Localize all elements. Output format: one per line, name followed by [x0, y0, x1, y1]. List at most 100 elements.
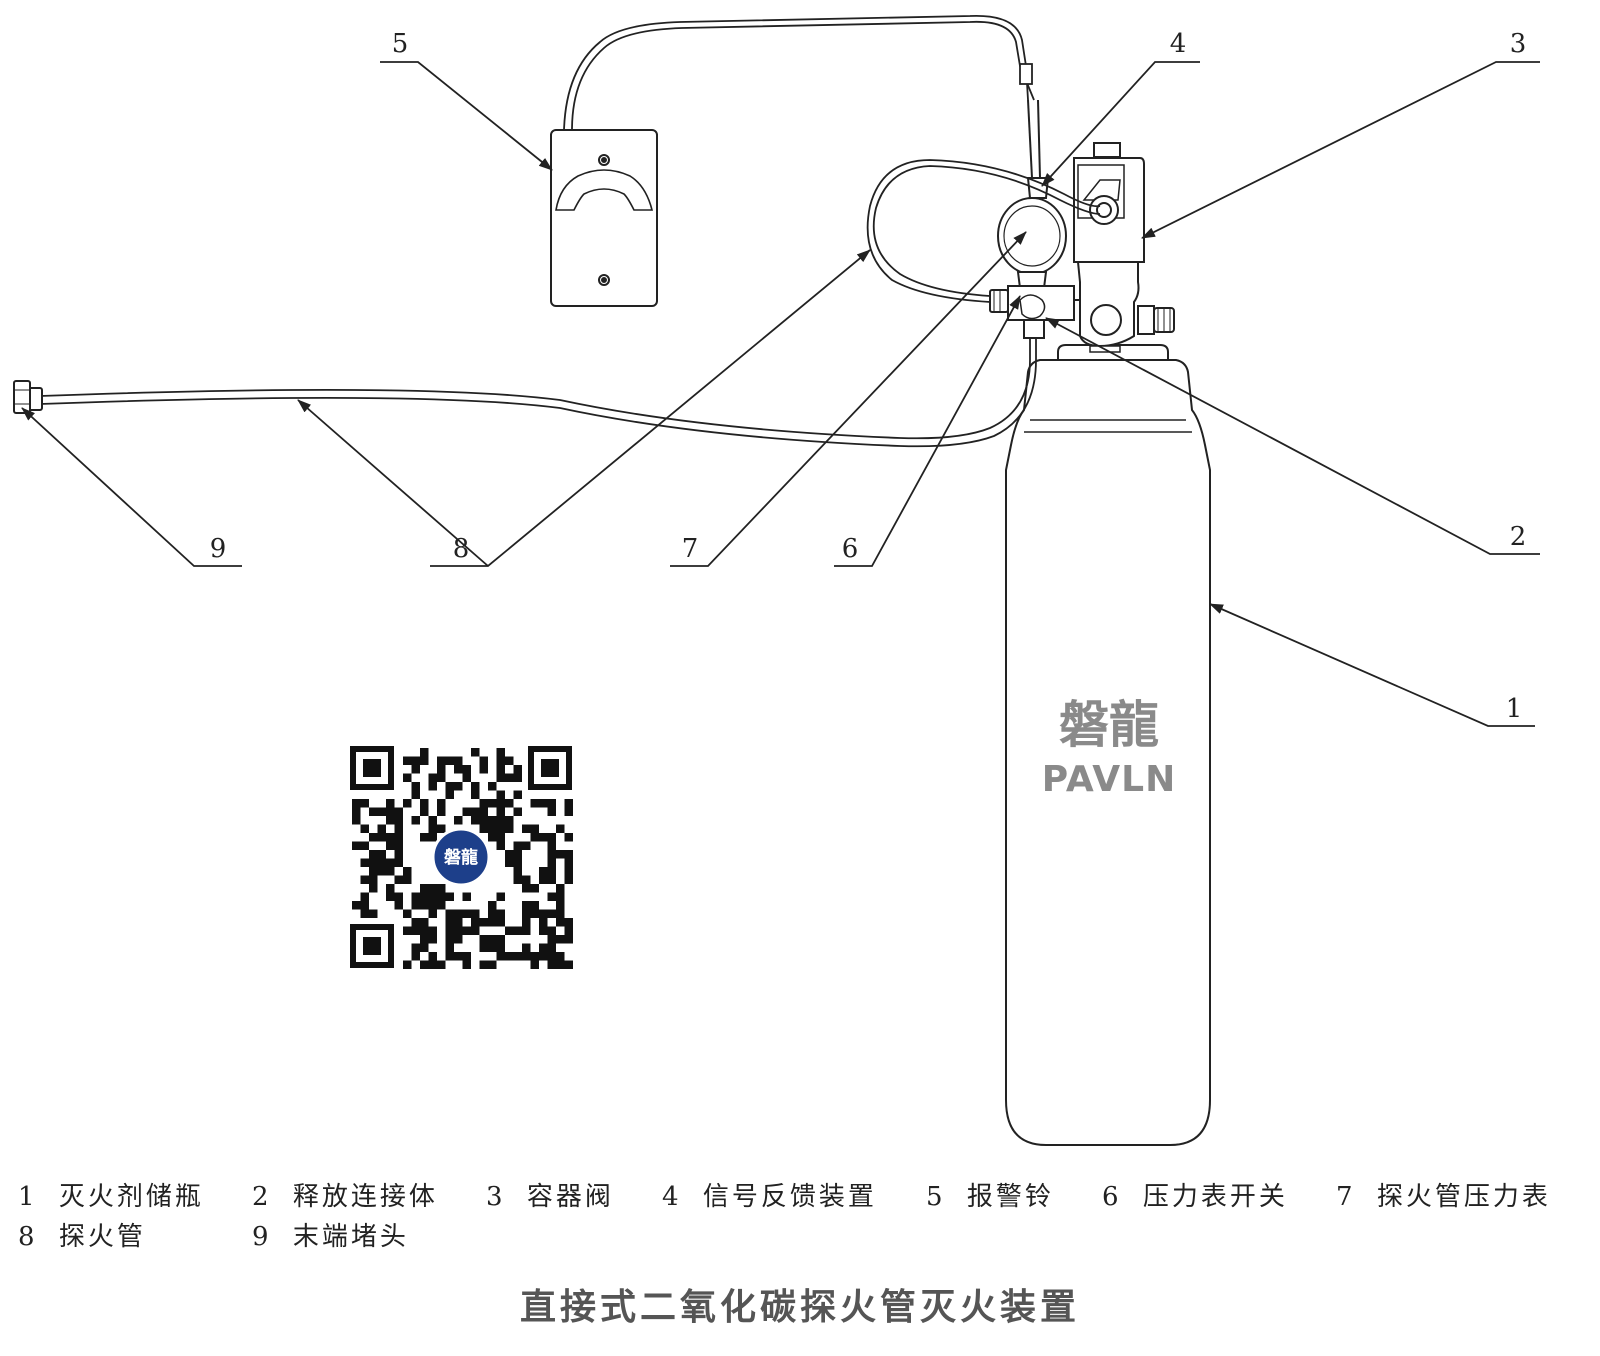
end-plug — [13, 380, 43, 414]
qr-module — [454, 926, 463, 935]
qr-module — [462, 765, 471, 774]
legend-item-5: 5 报警铃 — [926, 1176, 1054, 1213]
qr-module — [360, 799, 369, 808]
qr-module — [547, 875, 556, 884]
qr-module — [377, 867, 386, 876]
legend-number: 1 — [18, 1182, 38, 1212]
qr-module — [386, 867, 395, 876]
callout-number-2: 2 — [1510, 522, 1527, 552]
leader-line-5 — [380, 61, 553, 171]
qr-module — [454, 918, 463, 927]
probe-tube — [39, 159, 1101, 448]
legend-label: 信号反馈装置 — [702, 1182, 877, 1212]
cylinder-logo-en: PAVLN — [1042, 759, 1176, 800]
qr-module — [428, 816, 437, 825]
qr-module — [547, 952, 556, 961]
qr-module — [564, 935, 573, 944]
callout-number-6: 6 — [842, 534, 859, 564]
figure-caption: 直接式二氧化碳探火管灭火装置 — [519, 1287, 1080, 1328]
qr-module — [428, 935, 437, 944]
qr-module — [496, 952, 505, 961]
qr-module — [530, 909, 539, 918]
qr-module — [386, 799, 395, 808]
qr-module — [522, 918, 531, 927]
qr-module — [428, 884, 437, 893]
qr-module — [411, 790, 420, 799]
qr-module — [411, 816, 420, 825]
qr-module — [394, 858, 403, 867]
qr-module — [437, 892, 446, 901]
qr-module — [360, 841, 369, 850]
qr-module — [471, 909, 480, 918]
qr-module — [496, 833, 505, 842]
qr-module — [488, 833, 497, 842]
qr-module — [530, 960, 539, 969]
leader-line-9 — [21, 407, 242, 567]
qr-module — [369, 807, 378, 816]
qr-module — [377, 807, 386, 816]
qr-module — [360, 875, 369, 884]
qr-module — [462, 926, 471, 935]
qr-module — [496, 824, 505, 833]
leader-line-7 — [670, 231, 1027, 567]
qr-module — [505, 926, 514, 935]
qr-module — [471, 926, 480, 935]
qr-module — [462, 807, 471, 816]
qr-module — [428, 892, 437, 901]
qr-module — [547, 943, 556, 952]
qr-module — [496, 765, 505, 774]
qr-module — [522, 901, 531, 910]
qr-module — [411, 782, 420, 791]
qr-module — [394, 807, 403, 816]
qr-module — [394, 892, 403, 901]
qr-module — [530, 824, 539, 833]
probe-tube-pressure-gauge — [997, 197, 1067, 301]
legend-number: 6 — [1102, 1182, 1122, 1212]
qr-module — [547, 960, 556, 969]
qr-module — [488, 943, 497, 952]
qr-module — [547, 909, 556, 918]
qr-module — [564, 960, 573, 969]
qr-module — [496, 773, 505, 782]
qr-module — [564, 875, 573, 884]
qr-module — [352, 816, 361, 825]
qr-module — [488, 909, 497, 918]
legend-label: 末端堵头 — [292, 1222, 409, 1252]
qr-module — [454, 765, 463, 774]
legend-number: 5 — [926, 1182, 946, 1212]
qr-module — [479, 943, 488, 952]
qr-module — [556, 909, 565, 918]
qr-module — [352, 841, 361, 850]
qr-module — [369, 833, 378, 842]
qr-module — [556, 850, 565, 859]
qr-module — [479, 960, 488, 969]
qr-module — [352, 901, 361, 910]
qr-module — [411, 943, 420, 952]
qr-module — [360, 901, 369, 910]
qr-module — [513, 765, 522, 774]
qr-module — [454, 782, 463, 791]
qr-module — [394, 850, 403, 859]
qr-module — [556, 892, 565, 901]
qr-module — [547, 867, 556, 876]
legend-item-7: 7 探火管压力表 — [1336, 1176, 1551, 1213]
qr-module — [411, 756, 420, 765]
pressure-gauge-switch — [989, 285, 1080, 339]
qr-module — [437, 824, 446, 833]
qr-badge — [431, 827, 491, 887]
alarm-bell — [550, 129, 658, 307]
qr-badge-text: 磐龍 — [443, 847, 478, 868]
qr-module — [445, 918, 454, 927]
qr-module — [547, 892, 556, 901]
legend-number: 2 — [252, 1182, 272, 1212]
qr-module — [420, 799, 429, 808]
leader-line-2 — [1045, 317, 1540, 555]
qr-module — [496, 892, 505, 901]
qr-module — [522, 926, 531, 935]
qr-module — [539, 952, 548, 961]
qr-module — [539, 943, 548, 952]
qr-module — [420, 960, 429, 969]
legend-number: 3 — [486, 1182, 506, 1212]
qr-module — [420, 833, 429, 842]
